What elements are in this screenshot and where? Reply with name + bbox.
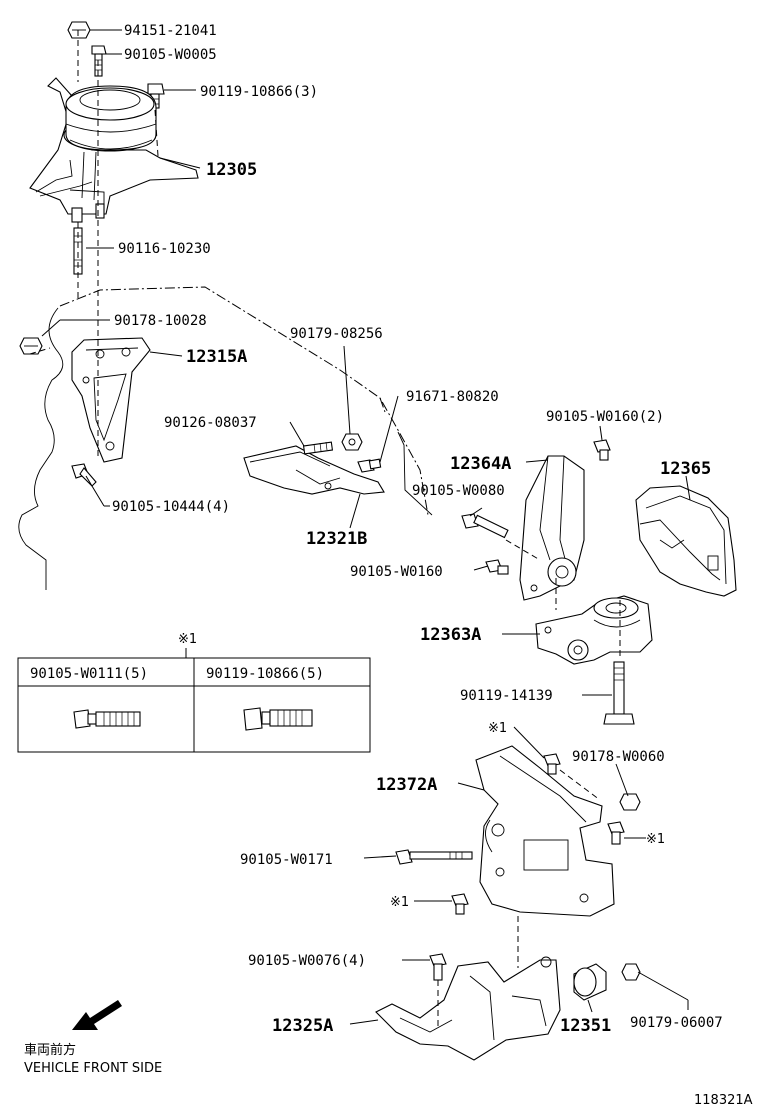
- label-90105-W0080: 90105-W0080: [412, 483, 505, 499]
- hex-bolt-icon: [243, 707, 313, 731]
- bracket-12364A: [519, 455, 585, 601]
- bolt-90105-W0076: [429, 953, 447, 981]
- bolt-90105-W0160-pair: [593, 439, 611, 461]
- cover-12365: [635, 485, 737, 597]
- direction-label-jp: 車両前方: [24, 1042, 76, 1058]
- nut-90179-06007: [621, 963, 641, 981]
- bolt-90105-10444: [71, 463, 97, 487]
- label-90178-10028: 90178-10028: [114, 313, 207, 329]
- label-90105-W0076-4: 90105-W0076(4): [248, 953, 366, 969]
- bolt-90119-14139: [603, 661, 635, 725]
- label-12315A: 12315A: [186, 347, 247, 367]
- figure-id: 118321A: [694, 1093, 753, 1108]
- label-94151-21041: 94151-21041: [124, 23, 217, 39]
- label-12325A: 12325A: [272, 1016, 333, 1036]
- label-90105-W0160-2: 90105-W0160(2): [546, 409, 664, 425]
- bracket-12325A: [375, 956, 561, 1061]
- nut-90179-08256: [341, 433, 363, 451]
- label-12363A: 12363A: [420, 625, 481, 645]
- bolt-90105-W0171: [395, 849, 473, 865]
- label-90179-08256: 90179-08256: [290, 326, 383, 342]
- bolt-90105-W0005: [91, 45, 107, 77]
- label-90178-W0060: 90178-W0060: [572, 749, 665, 765]
- table-ref-mark: ※1: [178, 632, 197, 647]
- bracket-12315A: [71, 337, 151, 463]
- mount-12363A: [535, 595, 653, 665]
- bolt-91671-80820: [357, 458, 382, 473]
- label-12372A: 12372A: [376, 775, 437, 795]
- label-90105-10444-4: 90105-10444(4): [112, 499, 230, 515]
- bushing-12351: [573, 963, 607, 1001]
- upper-engine-mount: [29, 21, 199, 223]
- bolt-ref1-upper: [543, 753, 561, 775]
- label-90179-06007: 90179-06007: [630, 1015, 723, 1031]
- flange-bolt-icon: [73, 709, 141, 729]
- nut-90178-10028: [19, 337, 43, 355]
- label-90126-08037: 90126-08037: [164, 415, 257, 431]
- stud-90126-08037: [302, 441, 334, 455]
- bracket-12321B: [243, 445, 385, 495]
- label-12351: 12351: [560, 1016, 611, 1036]
- table-col1-header: 90105-W0111(5): [30, 666, 148, 682]
- label-90105-W0005: 90105-W0005: [124, 47, 217, 63]
- label-90116-10230: 90116-10230: [118, 241, 211, 257]
- label-12305: 12305: [206, 160, 257, 180]
- bracket-12372A: [475, 745, 615, 917]
- label-90119-14139: 90119-14139: [460, 688, 553, 704]
- label-90119-10866-3: 90119-10866(3): [200, 84, 318, 100]
- engine-outline: [18, 286, 433, 590]
- fastener-table: ※1 90105-W0111(5) 90119-10866(5): [17, 632, 371, 753]
- ref-mark-1a: ※1: [488, 721, 507, 736]
- table-col2-header: 90119-10866(5): [206, 666, 324, 682]
- nut-90178-W0060: [619, 793, 641, 811]
- ref-mark-1b: ※1: [646, 832, 665, 847]
- label-12365: 12365: [660, 459, 711, 479]
- ref-mark-1c: ※1: [390, 895, 409, 910]
- nut-94151: [67, 21, 91, 39]
- label-91671-80820: 91671-80820: [406, 389, 499, 405]
- label-90105-W0171: 90105-W0171: [240, 852, 333, 868]
- bolt-ref1-right: [607, 821, 625, 845]
- direction-label-en: VEHICLE FRONT SIDE: [24, 1061, 162, 1076]
- label-12321B: 12321B: [306, 529, 367, 549]
- bolt-90105-W0080: [461, 513, 509, 539]
- label-12364A: 12364A: [450, 454, 511, 474]
- bolt-90105-W0160: [485, 559, 509, 575]
- leader-lines: [41, 29, 691, 1025]
- label-90105-W0160: 90105-W0160: [350, 564, 443, 580]
- vehicle-front-arrow-icon: [72, 1000, 122, 1030]
- bolt-ref1-left: [451, 893, 469, 915]
